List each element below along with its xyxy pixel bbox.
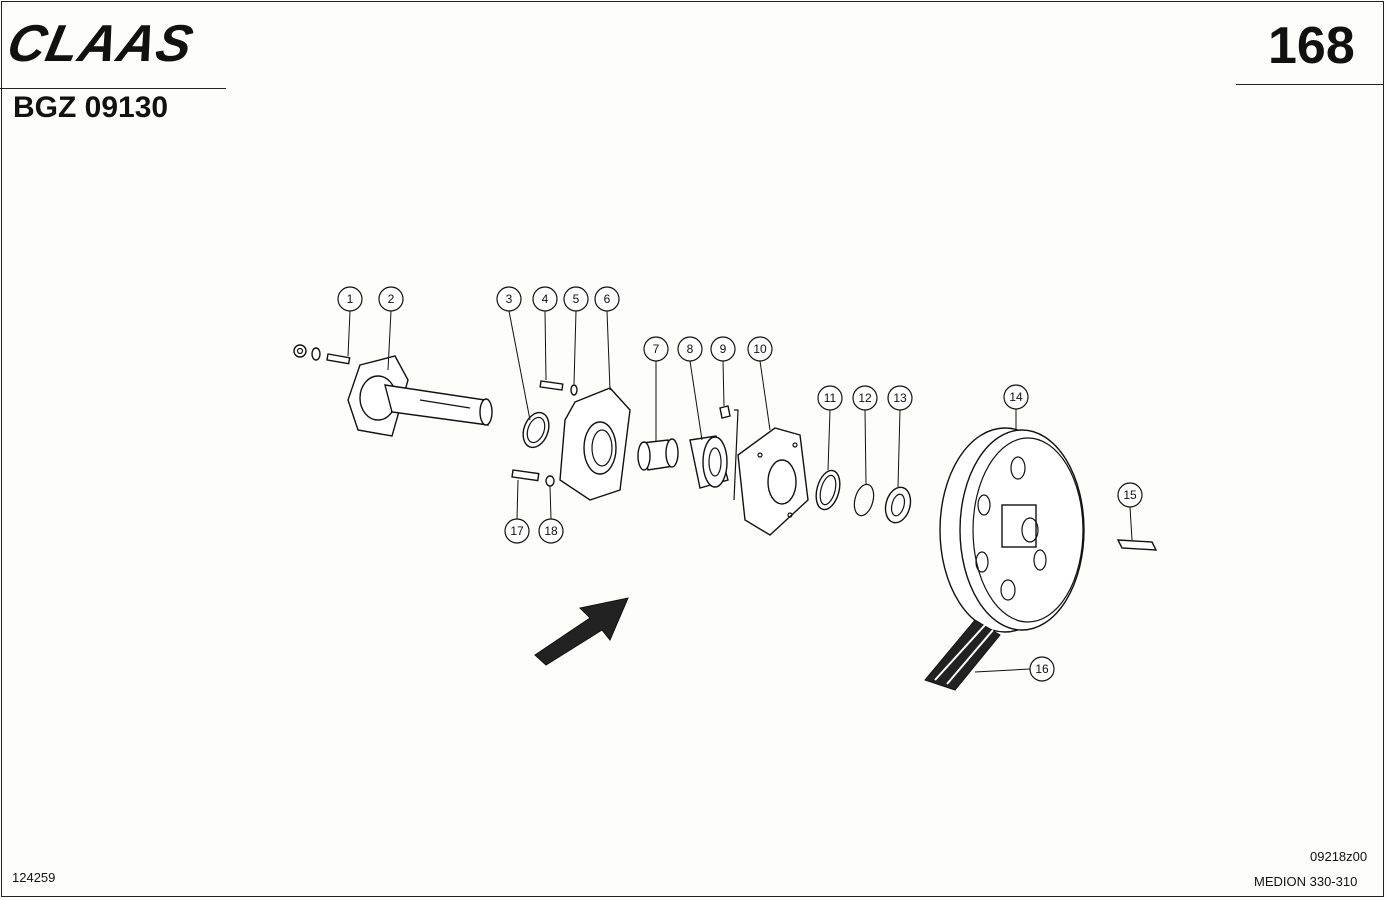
callout-11: 11 <box>817 385 843 411</box>
svg-text:3: 3 <box>506 292 513 306</box>
footer-reference-right: 09218z00 <box>1310 849 1368 864</box>
nut-washer-bolt <box>293 344 351 365</box>
v-belt <box>924 619 1001 691</box>
callout-16: 16 <box>1029 656 1055 682</box>
svg-text:6: 6 <box>604 292 611 306</box>
clamp-ring <box>884 486 912 524</box>
svg-text:5: 5 <box>573 292 580 306</box>
svg-text:18: 18 <box>544 524 558 538</box>
grease-nipple <box>719 405 739 501</box>
callout-4: 4 <box>532 286 558 312</box>
ring-11 <box>815 469 841 511</box>
svg-text:17: 17 <box>510 524 524 538</box>
key <box>1116 539 1158 551</box>
seal-ring <box>522 411 550 449</box>
svg-text:15: 15 <box>1123 488 1137 502</box>
ball-bearing <box>689 435 729 489</box>
svg-text:8: 8 <box>687 342 694 356</box>
direction-arrow <box>534 597 629 666</box>
svg-text:1: 1 <box>347 292 354 306</box>
leader-lines <box>347 310 1133 673</box>
footer-model-name: MEDION 330-310 <box>1254 874 1358 889</box>
bolt-washer-lower <box>511 469 555 487</box>
callout-2: 2 <box>378 286 404 312</box>
callout-14: 14 <box>1003 384 1029 410</box>
svg-text:16: 16 <box>1035 662 1049 676</box>
housing-cover <box>737 427 809 536</box>
svg-text:7: 7 <box>653 342 660 356</box>
callout-6: 6 <box>594 286 620 312</box>
svg-text:13: 13 <box>893 391 907 405</box>
callout-7: 7 <box>643 336 669 362</box>
svg-text:2: 2 <box>388 292 395 306</box>
svg-text:10: 10 <box>753 342 767 356</box>
callout-10: 10 <box>747 336 773 362</box>
callout-3: 3 <box>496 286 522 312</box>
bearing-housing <box>559 387 631 501</box>
document-code: BGZ 09130 <box>13 91 169 124</box>
callout-1: 1 <box>337 286 363 312</box>
svg-text:11: 11 <box>824 391 837 405</box>
callout-12: 12 <box>852 385 878 411</box>
svg-text:14: 14 <box>1009 390 1023 404</box>
svg-text:9: 9 <box>720 342 727 356</box>
callout-8: 8 <box>677 336 703 362</box>
pulley <box>939 427 1085 633</box>
logo-underline <box>0 88 226 89</box>
svg-text:4: 4 <box>542 292 549 306</box>
circlip <box>853 483 875 517</box>
callout-5: 5 <box>563 286 589 312</box>
flanged-shaft <box>347 355 493 437</box>
page-number-underline <box>1236 84 1384 85</box>
page-number: 168 <box>1268 17 1355 75</box>
callout-15: 15 <box>1117 482 1143 508</box>
svg-text:12: 12 <box>858 391 872 405</box>
footer-reference-left: 124259 <box>12 870 56 885</box>
callout-18: 18 <box>538 518 564 544</box>
callout-17: 17 <box>504 518 530 544</box>
callout-13: 13 <box>887 385 913 411</box>
bolt-washer-upper <box>539 380 578 396</box>
callout-9: 9 <box>710 336 736 362</box>
bushing <box>637 438 679 471</box>
